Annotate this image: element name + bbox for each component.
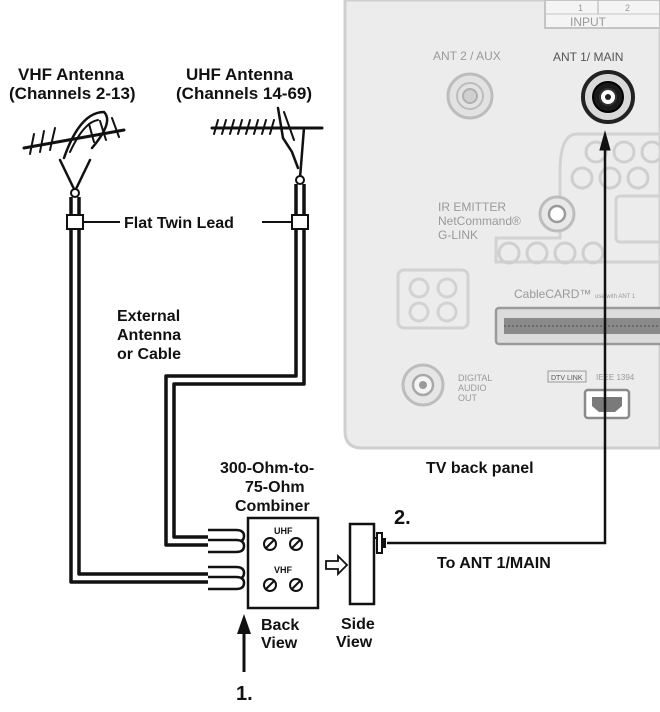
back-view-line-2: View <box>261 635 298 652</box>
uhf-antenna <box>210 106 324 180</box>
step-1-label: 1. <box>236 683 253 705</box>
combiner-back-view: UHF VHF <box>246 516 320 610</box>
jack-cluster-outline <box>494 132 660 264</box>
ir-emitter-line-1: IR EMITTER <box>438 200 506 214</box>
vhf-antenna-channels: (Channels 2-13) <box>9 84 136 103</box>
external-antenna-line-1: External <box>117 308 180 325</box>
uhf-feed-point <box>295 175 305 185</box>
digital-audio-line-2: AUDIO <box>458 383 487 393</box>
ant2-connector <box>446 72 494 120</box>
digital-audio-line-3: OUT <box>458 393 478 403</box>
vhf-antenna <box>22 110 126 194</box>
component-jacks <box>408 277 458 323</box>
back-view-line-1: Back <box>261 617 299 634</box>
uhf-antenna-channels: (Channels 14-69) <box>176 84 312 103</box>
cablecard-note: use with ANT 1 <box>595 294 636 300</box>
input-label: INPUT <box>570 15 607 29</box>
combiner-side-view <box>348 522 386 606</box>
combiner-title-1: 300-Ohm-to- <box>220 460 314 477</box>
uhf-antenna-title: UHF Antenna <box>186 65 294 84</box>
ieee1394-port <box>583 388 631 420</box>
combiner-title-2: 75-Ohm <box>245 479 305 496</box>
cablecard-slot <box>494 306 660 346</box>
ant2-label: ANT 2 / AUX <box>433 49 501 63</box>
tv-back-panel: 1 2 INPUT ANT 2 / AUX ANT 1/ MAIN <box>343 0 660 450</box>
side-view-line-2: View <box>336 634 373 651</box>
ir-emitter-jack <box>538 195 576 233</box>
combiner-title-3: Combiner <box>235 498 310 515</box>
ant1-label: ANT 1/ MAIN <box>553 50 623 64</box>
coax-to-ant1 <box>387 130 611 545</box>
vhf-twin-lead-cable <box>69 197 208 584</box>
video-port-box <box>614 194 660 244</box>
digital-audio-line-1: DIGITAL <box>458 373 492 383</box>
dtv-link-label: DTV LINK <box>551 375 583 382</box>
cablecard-label: CableCARD™ <box>514 287 591 301</box>
side-view-line-1: Side <box>341 616 375 633</box>
vhf-antenna-title: VHF Antenna <box>18 65 125 84</box>
uhf-spade-lugs <box>208 528 246 554</box>
flat-twin-lead-label: Flat Twin Lead <box>124 215 234 232</box>
component-block <box>396 268 470 330</box>
tv-back-panel-label: TV back panel <box>426 460 534 477</box>
external-antenna-line-2: Antenna <box>117 327 181 344</box>
combiner-screws <box>263 537 303 592</box>
digital-audio-jack <box>401 363 445 407</box>
uhf-twin-lead-cable <box>164 184 306 547</box>
input-num-1: 1 <box>578 3 583 13</box>
view-arrow <box>325 553 349 577</box>
combiner-vhf-label: VHF <box>274 565 293 575</box>
ir-emitter-line-3: G-LINK <box>438 228 478 242</box>
step-2-label: 2. <box>394 507 411 529</box>
combiner-uhf-label: UHF <box>274 526 293 536</box>
ieee-label: IEEE 1394 <box>596 373 635 382</box>
ir-emitter-line-2: NetCommand® <box>438 214 521 228</box>
ant1-connector <box>581 70 635 124</box>
vhf-feed-point <box>70 188 80 198</box>
to-ant-label: To ANT 1/MAIN <box>437 555 551 572</box>
input-num-2: 2 <box>625 3 630 13</box>
step-1-arrow <box>237 614 251 672</box>
external-antenna-line-3: or Cable <box>117 346 181 363</box>
vhf-spade-lugs <box>208 565 246 591</box>
